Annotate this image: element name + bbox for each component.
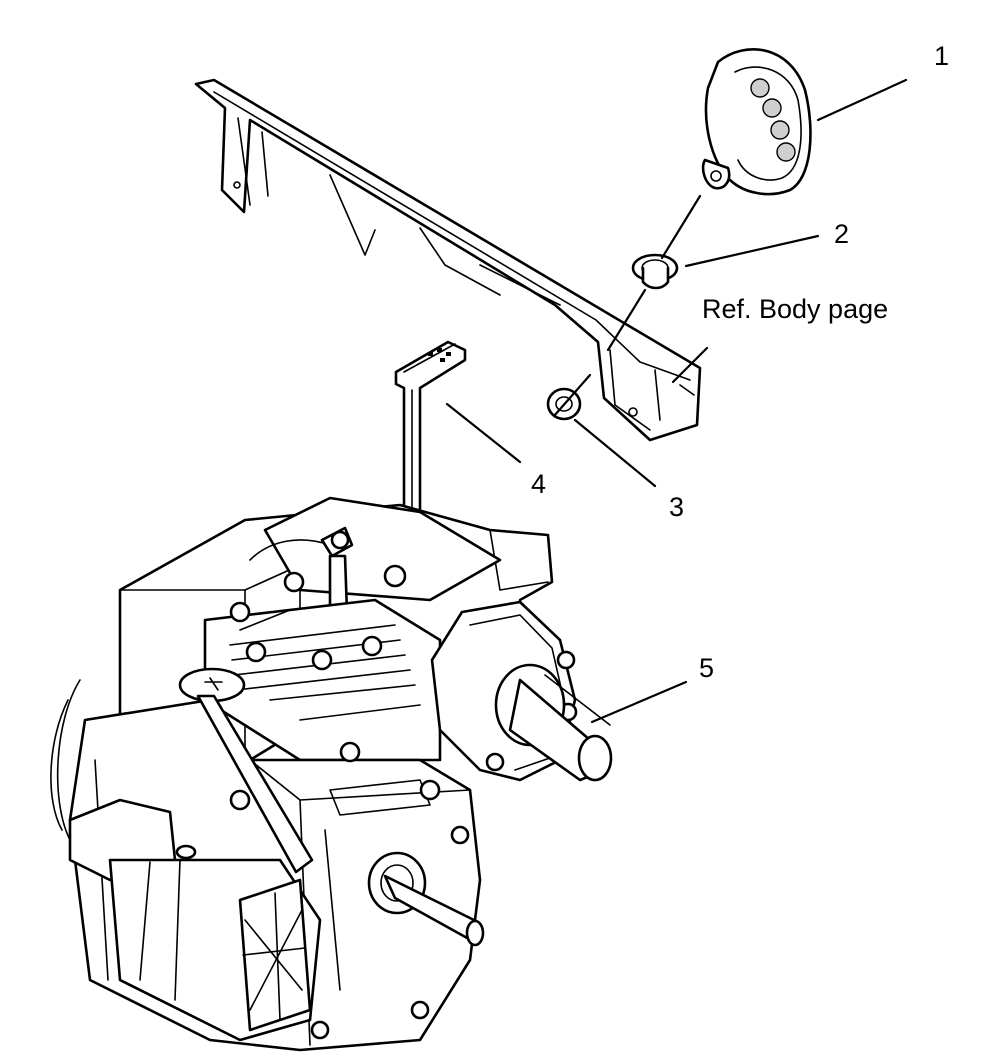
part-1-knob-drawing	[701, 48, 812, 196]
part-2-bushing-drawing	[631, 253, 679, 290]
callout-4-label: 4	[531, 469, 547, 499]
leader-lines	[445, 78, 908, 724]
callout-3-label: 3	[669, 492, 685, 522]
part-4-lever-drawing	[394, 340, 467, 512]
reference-note: Ref. Body page	[702, 294, 889, 324]
dash-panel-drawing	[194, 78, 702, 442]
callout-2-label: 2	[834, 219, 850, 249]
callout-5-label: 5	[699, 653, 715, 683]
callout-1-label: 1	[934, 41, 950, 71]
part-5-engine-drawing	[50, 496, 613, 1052]
